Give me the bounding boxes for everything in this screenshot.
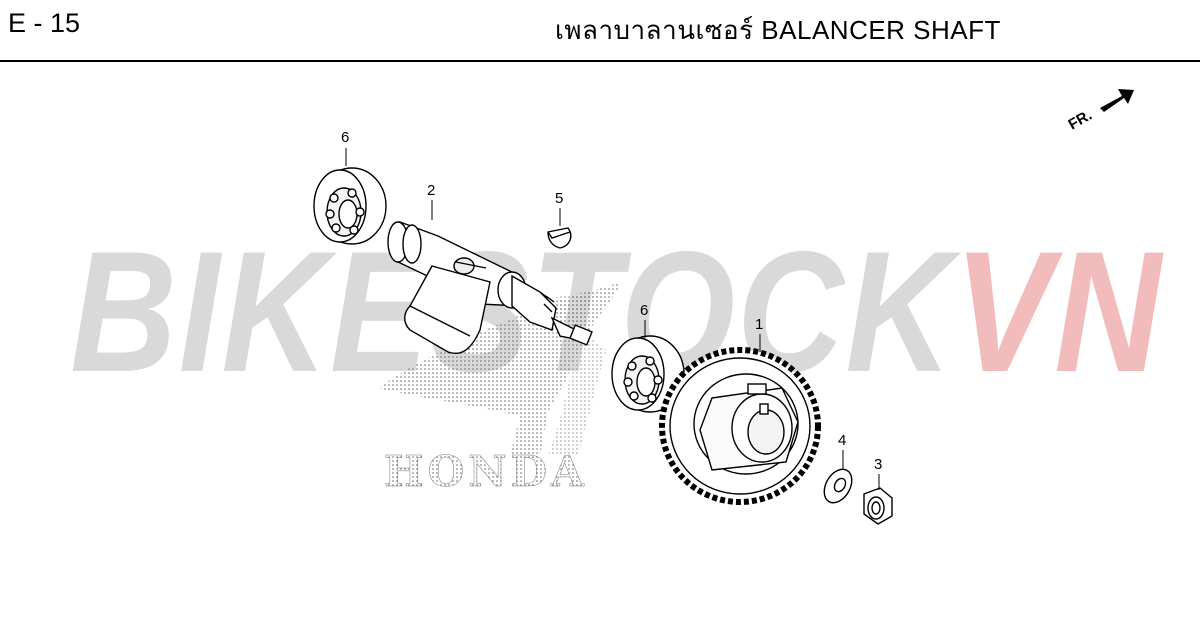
watermark-text-accent: VN — [953, 216, 1163, 408]
callout-part-4: 4 — [838, 432, 846, 449]
callout-leaders — [345, 148, 880, 490]
callout-part-6-upper: 6 — [341, 129, 349, 146]
front-direction-indicator: FR. — [1066, 89, 1134, 134]
page-title: เพลาบาลานเซอร์ BALANCER SHAFT — [555, 15, 1001, 45]
part-5-woodruff-key — [547, 227, 572, 249]
honda-logo-text: HONDA — [384, 447, 588, 496]
header-divider — [0, 60, 1200, 62]
part-3-nut — [863, 487, 893, 525]
page-header: E - 15 เพลาบาลานเซอร์ BALANCER SHAFT — [0, 0, 1200, 62]
part-6-bearing-upper — [313, 167, 387, 245]
part-4-washer — [823, 468, 853, 504]
front-direction-label: FR. — [1066, 107, 1095, 134]
arrow-icon — [1100, 89, 1134, 112]
callout-part-1: 1 — [755, 316, 763, 333]
callout-part-3: 3 — [874, 456, 882, 473]
callout-part-5: 5 — [555, 190, 563, 207]
callout-part-2: 2 — [427, 182, 435, 199]
part-2-balancer-shaft — [387, 221, 593, 355]
watermark: BIKESTOCKVN — [70, 226, 1161, 398]
page-code: E - 15 — [8, 8, 81, 38]
part-1-balancer-gear — [659, 347, 821, 505]
callout-part-6-lower: 6 — [640, 302, 648, 319]
